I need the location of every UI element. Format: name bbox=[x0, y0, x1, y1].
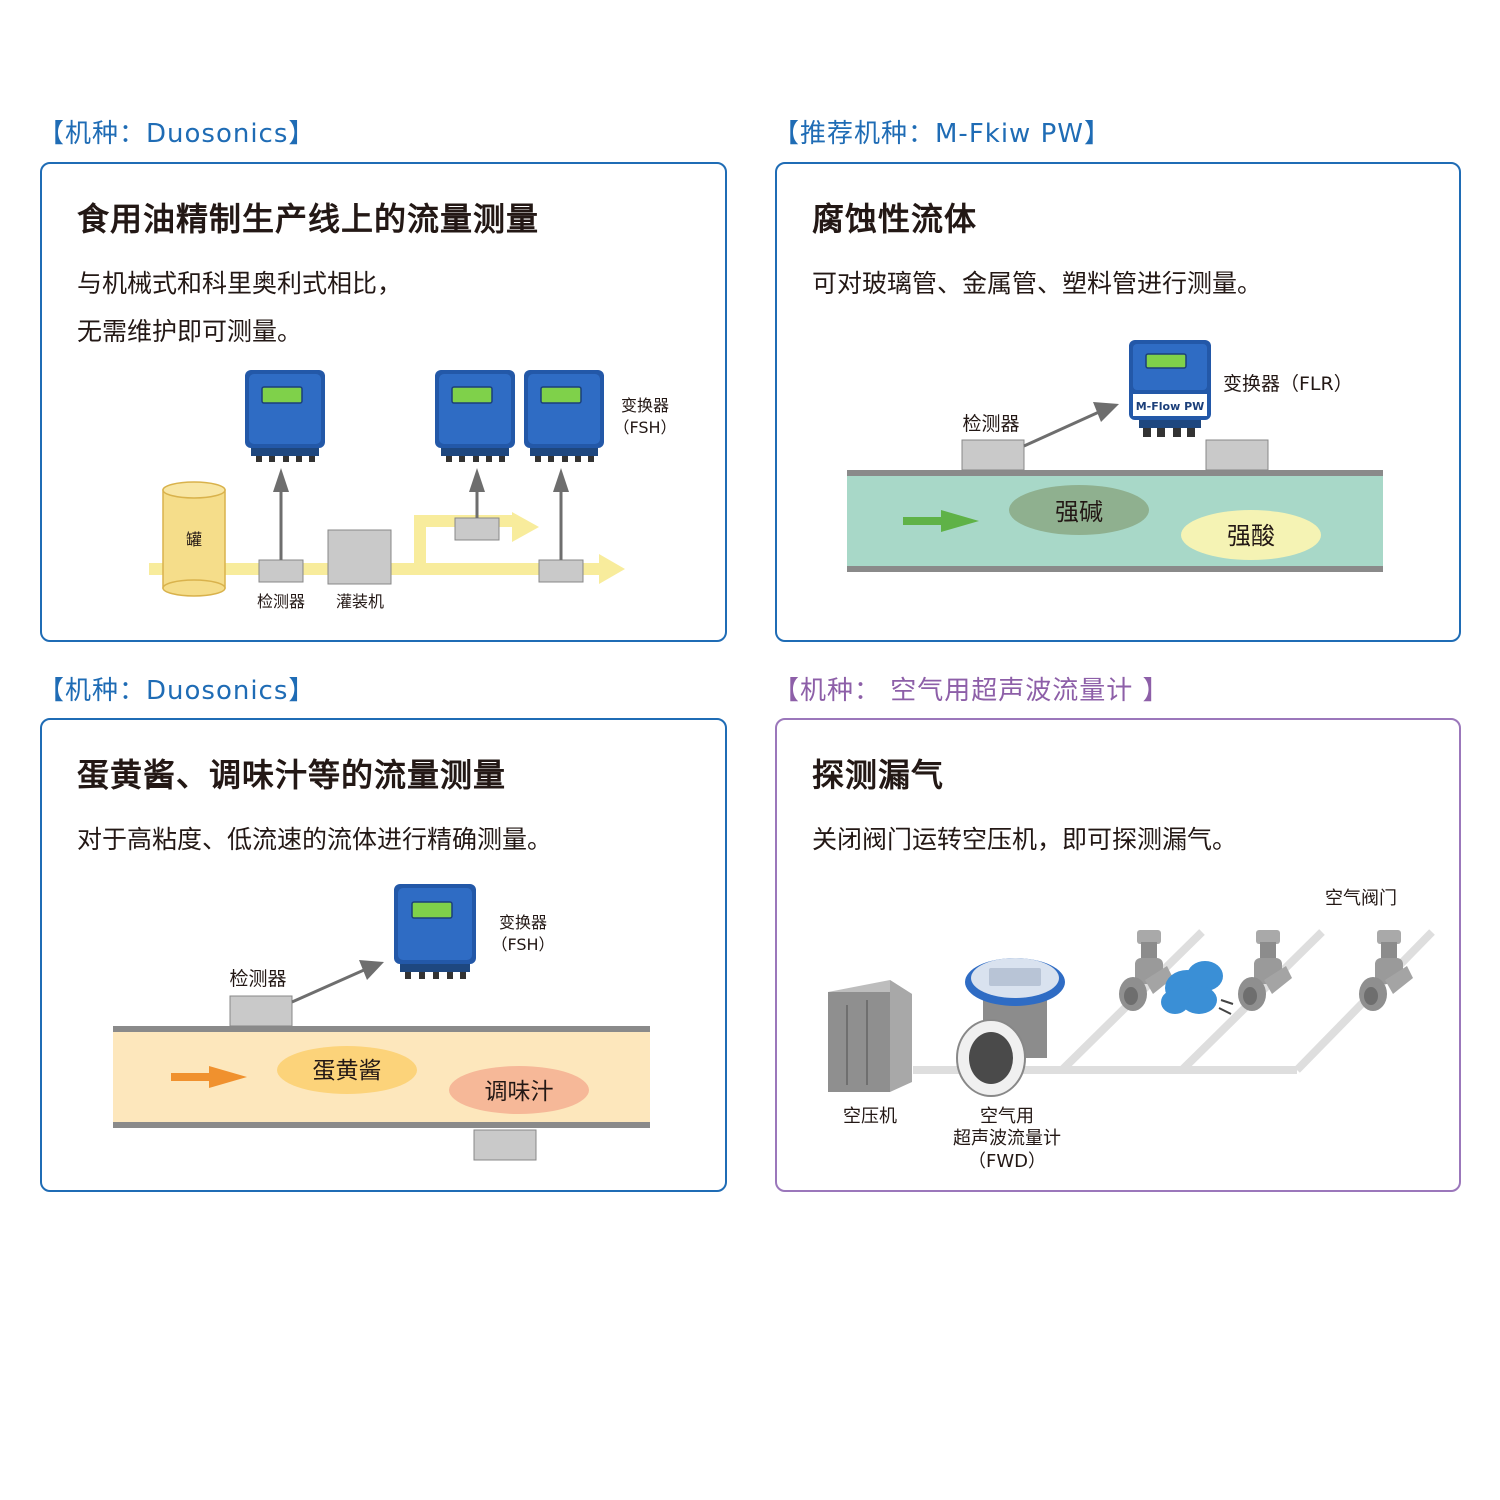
converter-model-label: （FSH） bbox=[491, 935, 554, 954]
panel4-title: 探测漏气 bbox=[812, 756, 945, 794]
converter-device-icon bbox=[244, 369, 326, 463]
panel2-desc-line1: 可对玻璃管、金属管、塑料管进行测量。 bbox=[812, 269, 1263, 298]
converter-device-icon: M-Flow PW bbox=[1129, 340, 1211, 437]
mayo-label: 蛋黄酱 bbox=[313, 1058, 382, 1084]
converter-device-icon bbox=[394, 884, 476, 979]
panel3-desc-line1: 对于高粘度、低流速的流体进行精确测量。 bbox=[77, 825, 553, 854]
valves-label: 空气阀门 bbox=[1325, 888, 1397, 909]
detector-label: 检测器 bbox=[229, 968, 286, 990]
converter-label: 变换器 bbox=[621, 396, 669, 415]
panel1-desc-line1: 与机械式和科里奥利式相比， bbox=[77, 269, 403, 298]
panel1-card: 食用油精制生产线上的流量测量 与机械式和科里奥利式相比， 无需维护即可测量。 bbox=[40, 162, 727, 642]
device-brand-label: M-Flow PW bbox=[1136, 400, 1205, 413]
panel3-diagram: 蛋黄酱 调味汁 检测器 变换器 （FSH） bbox=[113, 884, 650, 1161]
arrow-up-icon bbox=[273, 468, 569, 560]
meter-label-line1: 空气用 bbox=[980, 1106, 1034, 1127]
panel4-desc-line1: 关闭阀门运转空压机，即可探测漏气。 bbox=[812, 825, 1238, 854]
alkali-label: 强碱 bbox=[1055, 498, 1103, 526]
tank-icon bbox=[162, 481, 226, 597]
panel2-diagram: 强碱 强酸 检测器 M-Flow PW 变换器（FLR） bbox=[847, 340, 1383, 572]
panel2-title: 腐蚀性流体 bbox=[812, 200, 978, 238]
panel1-model-tag: 【机种：Duosonics】 bbox=[38, 119, 316, 149]
panel4-model-tag: 【机种： 空气用超声波流量计 】 bbox=[773, 676, 1170, 706]
detector-label: 检测器 bbox=[962, 413, 1019, 435]
panel2-model-tag: 【推荐机种：M-Fkiw PW】 bbox=[773, 119, 1111, 149]
filler-label: 灌装机 bbox=[336, 592, 384, 611]
converter-device-icon bbox=[434, 369, 516, 463]
acid-label: 强酸 bbox=[1227, 522, 1275, 550]
panel4-card: 探测漏气 关闭阀门运转空压机，即可探测漏气。 bbox=[775, 718, 1461, 1192]
converter-model-label: （FSH） bbox=[613, 418, 676, 437]
converter-label: 变换器 bbox=[499, 913, 547, 932]
converter-label: 变换器（FLR） bbox=[1223, 373, 1353, 395]
panel1-title: 食用油精制生产线上的流量测量 bbox=[77, 200, 540, 238]
panel3-model-tag: 【机种：Duosonics】 bbox=[38, 676, 316, 706]
meter-label-line3: （FWD） bbox=[968, 1151, 1046, 1172]
panel3-title: 蛋黄酱、调味汁等的流量测量 bbox=[77, 756, 507, 794]
valve-icon bbox=[1238, 930, 1292, 1011]
panel1-desc-line2: 无需维护即可测量。 bbox=[77, 317, 303, 346]
air-leak-icon bbox=[1161, 961, 1234, 1015]
panel2-description: 可对玻璃管、金属管、塑料管进行测量。 bbox=[812, 260, 1262, 308]
detector-label: 检测器 bbox=[257, 592, 305, 611]
panel4-diagram: 空压机 空气用 超声波流量计 （FWD） 空气阀门 bbox=[828, 888, 1435, 1172]
dressing-label: 调味汁 bbox=[485, 1079, 554, 1105]
panel1-diagram: 罐 变换器 （FSH） 检测器 灌装机 bbox=[149, 369, 677, 611]
compressor-icon bbox=[828, 980, 912, 1092]
meter-label-line2: 超声波流量计 bbox=[953, 1128, 1061, 1149]
panel1-description: 与机械式和科里奥利式相比， 无需维护即可测量。 bbox=[77, 260, 402, 356]
panel3-description: 对于高粘度、低流速的流体进行精确测量。 bbox=[77, 816, 552, 864]
panel3-card: 蛋黄酱、调味汁等的流量测量 对于高粘度、低流速的流体进行精确测量。 蛋黄酱 调味… bbox=[40, 718, 727, 1192]
tank-label: 罐 bbox=[186, 530, 202, 549]
panel4-description: 关闭阀门运转空压机，即可探测漏气。 bbox=[812, 816, 1237, 864]
valve-icon bbox=[1359, 930, 1413, 1011]
converter-device-icon bbox=[523, 369, 605, 463]
flowmeter-icon bbox=[956, 958, 1065, 1097]
panel2-card: 腐蚀性流体 可对玻璃管、金属管、塑料管进行测量。 强碱 强酸 检测器 M-Flo… bbox=[775, 162, 1461, 642]
compressor-label: 空压机 bbox=[843, 1106, 897, 1127]
